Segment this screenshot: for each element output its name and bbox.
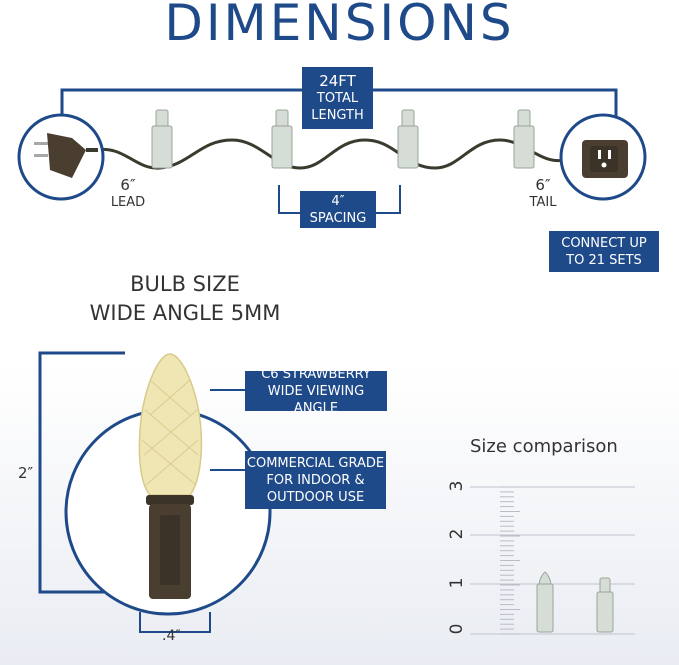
page-title: DIMENSIONS <box>164 0 515 52</box>
lead-text: LEAD <box>110 195 146 210</box>
female-plug-icon <box>559 113 647 201</box>
spacing-label: 4″ SPACING <box>300 191 376 228</box>
ruler-tick-2: 2 <box>447 528 467 540</box>
bulb-type-label: C6 STRAWBERRY WIDE VIEWING ANGLE <box>245 367 387 416</box>
bulb-lens <box>138 353 203 496</box>
bulb-size-heading: BULB SIZE WIDE ANGLE 5MM <box>60 270 310 328</box>
socket-2 <box>271 109 293 169</box>
bulb-illustration <box>38 351 272 633</box>
width-bracket <box>139 612 211 633</box>
lead-label: 6″ LEAD <box>100 177 156 211</box>
lead-size: 6″ <box>120 176 136 194</box>
spacing-text: SPACING <box>309 210 367 226</box>
total-length-bracket <box>60 88 305 125</box>
comparison-bulb-5mm <box>596 577 614 633</box>
tail-label: 6″ TAIL <box>515 177 571 211</box>
size-comparison-title: Size comparison <box>470 436 618 457</box>
size-comparison-ruler <box>470 486 635 635</box>
total-length-label: 24FT TOTAL LENGTH <box>302 67 373 129</box>
comparison-bulb-c6 <box>536 571 554 633</box>
grade-label: COMMERCIAL GRADE FOR INDOOR & OUTDOOR US… <box>245 451 386 509</box>
tail-size: 6″ <box>535 176 551 194</box>
height-dimension: 2″ <box>18 464 34 482</box>
bulb-type-line-1: C6 STRAWBERRY <box>261 366 371 382</box>
connect-sets-label: CONNECT UP TO 21 SETS <box>549 231 659 272</box>
tail-text: TAIL <box>529 195 557 210</box>
socket-1 <box>151 109 173 169</box>
spacing-size: 4″ <box>331 193 345 209</box>
male-plug-icon <box>17 113 105 201</box>
width-dimension: .4″ <box>162 628 181 644</box>
socket-4 <box>513 109 535 169</box>
height-bracket <box>38 351 125 594</box>
grade-line-3: OUTDOOR USE <box>266 489 365 505</box>
ruler-tick-3: 3 <box>447 480 467 492</box>
total-length-value: 24FT <box>319 71 356 90</box>
bulb-base <box>146 495 194 599</box>
socket-3 <box>397 109 419 169</box>
connect-line-2: TO 21 SETS <box>566 252 642 268</box>
bulb-type-line-2: WIDE VIEWING ANGLE <box>267 383 365 416</box>
ruler-tick-1: 1 <box>447 577 467 589</box>
ruler-tick-0: 0 <box>447 623 467 635</box>
total-length-word: TOTAL <box>316 90 359 106</box>
string-diagram <box>17 88 647 214</box>
grade-line-1: COMMERCIAL GRADE <box>246 455 385 471</box>
bulb-size-line-2: WIDE ANGLE 5MM <box>89 301 281 325</box>
length-word: LENGTH <box>311 107 364 123</box>
connect-line-1: CONNECT UP <box>561 235 647 251</box>
bulb-size-line-1: BULB SIZE <box>130 272 240 296</box>
grade-line-2: FOR INDOOR & <box>266 472 365 488</box>
spacing-bracket <box>278 185 300 214</box>
